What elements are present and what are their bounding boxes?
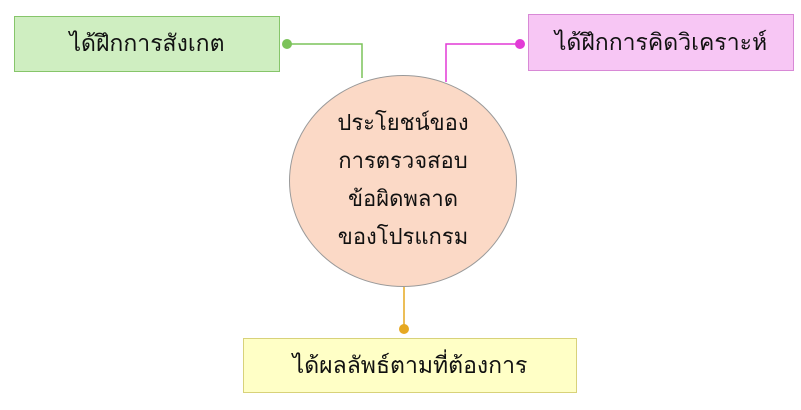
- center-topic-line-2: การตรวจสอบ: [338, 149, 468, 174]
- center-topic-line-4: ของโปรแกรม: [337, 225, 469, 250]
- center-topic-circle: ประโยชน์ของ การตรวจสอบ ข้อผิดพลาด ของโปร…: [289, 75, 517, 287]
- node-result-label: ได้ผลลัพธ์ตามที่ต้องการ: [292, 352, 528, 379]
- node-observation-label: ได้ฝึกการสังเกต: [69, 31, 225, 57]
- connector-analysis: [445, 43, 520, 82]
- connector-dot-result: [399, 324, 409, 334]
- connector-dot-observation: [282, 39, 292, 49]
- connector-dot-analysis: [515, 39, 525, 49]
- node-analysis: ได้ฝึกการคิดวิเคราะห์: [528, 14, 794, 71]
- node-analysis-label: ได้ฝึกการคิดวิเคราะห์: [554, 29, 768, 56]
- connector-observation: [287, 43, 363, 78]
- node-observation: ได้ฝึกการสังเกต: [14, 16, 280, 72]
- center-topic-line-1: ประโยชน์ของ: [337, 111, 469, 136]
- node-result: ได้ผลลัพธ์ตามที่ต้องการ: [243, 338, 577, 393]
- center-topic-line-3: ข้อผิดพลาด: [347, 187, 459, 212]
